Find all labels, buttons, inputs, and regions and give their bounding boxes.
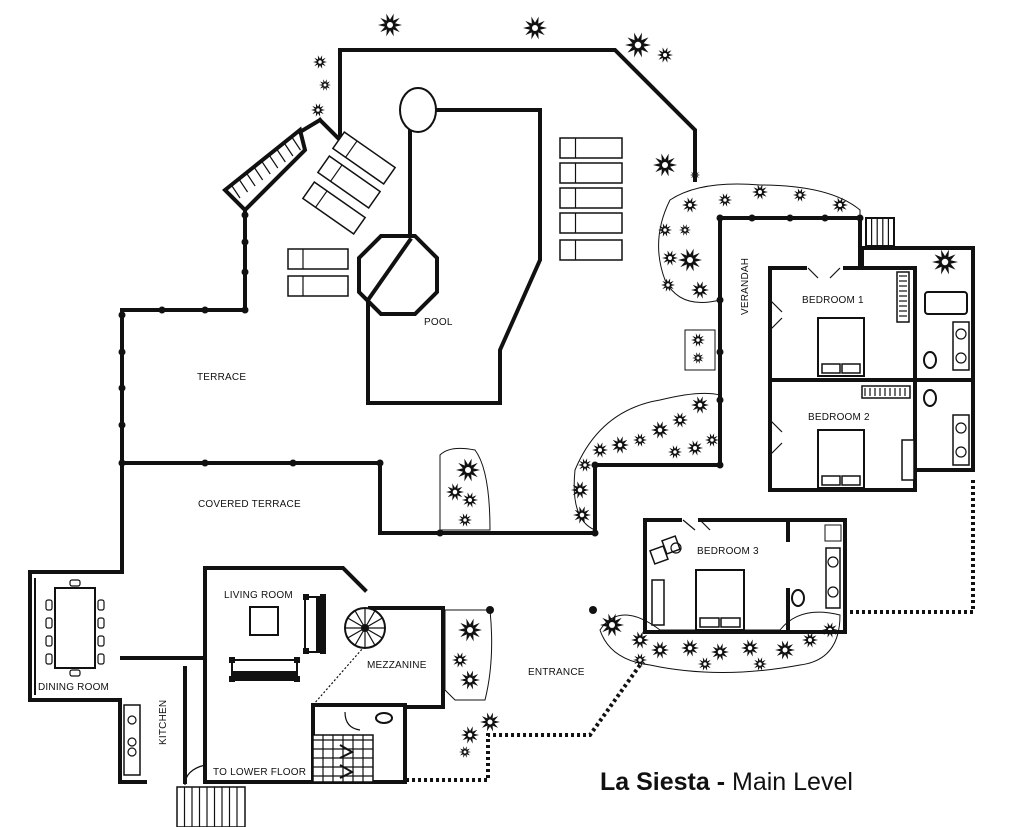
pool-basin [366, 108, 542, 405]
closet-3-icon [651, 579, 665, 626]
verandah-stairs [865, 217, 895, 247]
label-mezzanine: MEZZANINE [367, 660, 427, 671]
living-north-wall [203, 566, 368, 593]
front-steps [176, 786, 246, 827]
spiral-staircase-icon [344, 607, 386, 649]
toilet-1-icon [923, 351, 937, 369]
living-block: LIVING ROOM MEZZANINE TO LOWER FLOOR [176, 566, 445, 827]
bedroom-3-block: BEDROOM 3 [643, 518, 847, 634]
label-entrance: ENTRANCE [528, 667, 585, 678]
label-living-room: LIVING ROOM [224, 590, 293, 601]
sofa-south-icon [229, 657, 300, 682]
garden-bed-north-east [658, 183, 861, 303]
label-pool: POOL [424, 317, 453, 328]
pool-area [222, 48, 697, 405]
garden-bed-south [599, 611, 841, 673]
toilet-2-icon [923, 389, 937, 407]
plan-title: La Siesta - Main Level [600, 768, 853, 796]
mezzanine-edge [312, 639, 371, 706]
toilet-3-icon [791, 589, 805, 607]
landscaping [311, 13, 958, 758]
door-bedroom-2 [769, 419, 783, 456]
pool-deck-boundary [317, 48, 697, 182]
coffee-table-icon [249, 606, 279, 636]
label-bedroom-3: BEDROOM 3 [697, 546, 759, 557]
label-covered-terrace: COVERED TERRACE [198, 499, 301, 510]
bath-block-1 [913, 246, 975, 472]
garden-bed-center [439, 447, 491, 531]
dining-walls [28, 570, 147, 784]
label-dining-room: DINING ROOM [38, 682, 109, 693]
sun-loungers [287, 130, 623, 297]
closet-2-icon [861, 385, 911, 399]
stairs-to-lower-floor [312, 734, 374, 783]
label-bedroom-2: BEDROOM 2 [808, 412, 870, 423]
vanity-3-icon [825, 547, 841, 609]
gazebo-divider [365, 237, 413, 303]
path-east [848, 480, 975, 614]
planter-box [684, 329, 716, 371]
label-bedroom-1: BEDROOM 1 [802, 295, 864, 306]
plan-title-separator: - [710, 768, 732, 796]
toilet-4-icon [375, 712, 393, 724]
vanity-1-icon [952, 321, 970, 371]
hot-tub [399, 87, 437, 133]
bed-bedroom-2-icon [817, 429, 865, 489]
door-bedroom-1 [769, 299, 783, 331]
shower-icon [824, 524, 842, 542]
path-south [405, 663, 642, 782]
label-verandah: VERANDAH [740, 258, 751, 315]
pool-stairs [222, 126, 308, 213]
label-to-lower-floor: TO LOWER FLOOR [213, 767, 306, 778]
garden-bed-entrance [444, 609, 493, 701]
pool-deck-corner [297, 117, 323, 135]
bedroom-1-2-walls [768, 266, 917, 492]
gazebo-octagon [357, 234, 439, 316]
dining-table-icon [45, 579, 105, 677]
entrance-path: ENTRANCE [405, 480, 975, 782]
bathtub-icon [924, 291, 968, 315]
dining-kitchen-block: DINING ROOM KITCHEN [28, 570, 207, 784]
kitchen-counter-icon [123, 704, 141, 776]
plan-title-rest: Main Level [732, 768, 853, 796]
bed-bedroom-3-icon [695, 569, 745, 631]
front-door-swing [184, 764, 206, 786]
sofa-east-icon [303, 594, 326, 654]
bed-bedroom-1-icon [817, 317, 865, 377]
vanity-2-icon [952, 414, 970, 466]
label-kitchen: KITCHEN [158, 700, 169, 745]
closet-1-icon [896, 271, 910, 323]
bedroom-wing: BEDROOM 1 BEDROOM 2 VERANDAH [654, 217, 975, 620]
plan-title-bold: La Siesta [600, 768, 711, 796]
armchairs-icon [649, 535, 682, 565]
terrace-railing-west [120, 208, 247, 574]
bedroom-3-walls [643, 518, 847, 634]
label-terrace: TERRACE [197, 372, 246, 383]
entrance-post [589, 606, 597, 614]
